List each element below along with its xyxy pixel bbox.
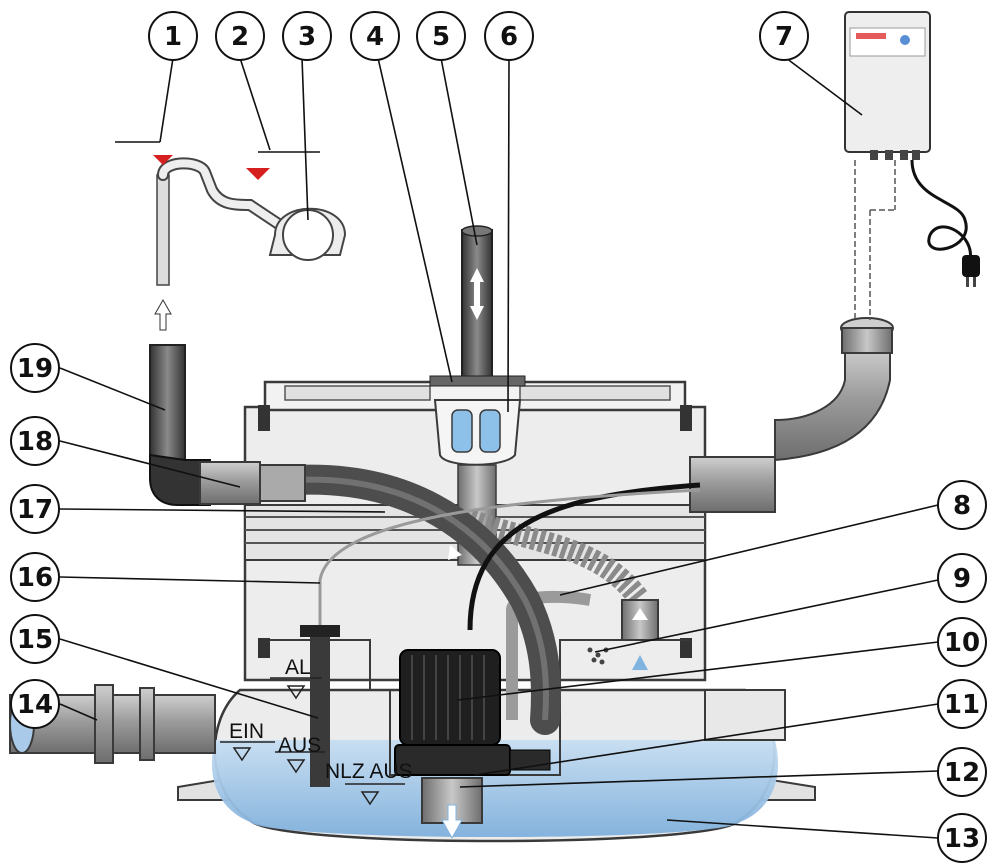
corrugated-hose xyxy=(466,509,649,607)
svg-text:8: 8 xyxy=(953,491,971,521)
svg-text:9: 9 xyxy=(953,564,971,594)
control-box-icon xyxy=(844,11,972,320)
callout-19: 19 xyxy=(10,343,60,393)
hose-connector xyxy=(621,599,659,641)
callout-10: 10 xyxy=(937,617,987,667)
callout-18: 18 xyxy=(10,416,60,466)
svg-text:1: 1 xyxy=(164,22,182,52)
svg-text:19: 19 xyxy=(17,354,53,384)
pump-inlet xyxy=(421,777,483,840)
svg-text:10: 10 xyxy=(944,628,980,658)
level-ein-label: EIN xyxy=(229,720,264,743)
callout-1: 1 xyxy=(148,11,198,61)
callout-3: 3 xyxy=(282,11,332,61)
flow-arrow xyxy=(632,655,648,670)
callout-9: 9 xyxy=(937,553,987,603)
installation-sketch xyxy=(115,141,347,286)
svg-text:18: 18 xyxy=(17,427,53,457)
svg-text:13: 13 xyxy=(944,824,980,854)
svg-text:12: 12 xyxy=(944,758,980,788)
pump-motor xyxy=(394,649,551,776)
callout-6: 6 xyxy=(484,11,534,61)
level-al-label: AL xyxy=(285,656,311,679)
level-aus-label: AUS xyxy=(278,734,321,757)
vent-pipe xyxy=(461,225,493,386)
callouts: 1 2 3 4 5 6 7 8 9 10 11 12 13 14 15 16 1… xyxy=(10,11,987,863)
level-marker-2 xyxy=(246,168,270,180)
svg-text:5: 5 xyxy=(432,22,450,52)
callout-7: 7 xyxy=(759,11,809,61)
svg-text:11: 11 xyxy=(944,690,980,720)
callout-17: 17 xyxy=(10,484,60,534)
callout-2: 2 xyxy=(215,11,265,61)
svg-text:4: 4 xyxy=(366,22,384,52)
callout-12: 12 xyxy=(937,747,987,797)
leader-lines xyxy=(59,57,939,839)
callout-14: 14 xyxy=(10,679,60,729)
callout-11: 11 xyxy=(937,679,987,729)
power-plug-icon xyxy=(962,255,980,287)
svg-text:2: 2 xyxy=(231,22,249,52)
svg-text:17: 17 xyxy=(17,495,53,525)
callout-5: 5 xyxy=(416,11,466,61)
callout-15: 15 xyxy=(10,614,60,664)
callout-4: 4 xyxy=(350,11,400,61)
callout-16: 16 xyxy=(10,552,60,602)
svg-text:6: 6 xyxy=(500,22,518,52)
callout-13: 13 xyxy=(937,813,987,863)
water xyxy=(211,740,779,837)
outlet-pipe xyxy=(689,317,894,513)
power-cable xyxy=(467,482,701,631)
callout-8: 8 xyxy=(937,480,987,530)
level-sensor xyxy=(300,625,340,787)
svg-text:14: 14 xyxy=(17,690,53,720)
svg-text:15: 15 xyxy=(17,625,53,655)
level-labels: AL EIN AUS NLZ AUS xyxy=(220,656,413,806)
level-marker-1 xyxy=(153,155,173,165)
svg-text:7: 7 xyxy=(775,22,793,52)
svg-text:3: 3 xyxy=(298,22,316,52)
svg-text:16: 16 xyxy=(17,563,53,593)
level-nlz-aus-label: NLZ AUS xyxy=(325,760,413,783)
aeration-holes xyxy=(587,647,609,665)
